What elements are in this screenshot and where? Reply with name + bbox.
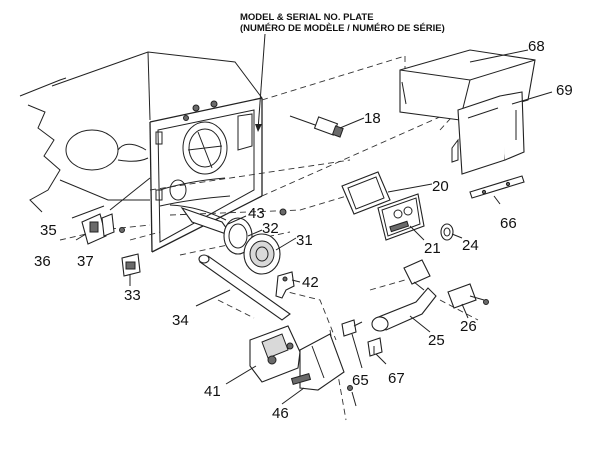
callout-46: 46: [272, 405, 289, 422]
model-serial-plate-label: MODEL & SERIAL NO. PLATE (NUMÉRO DE MODÈ…: [240, 12, 445, 132]
callout-25: 25: [428, 332, 445, 349]
callout-leaders: [71, 49, 553, 405]
part-25-burner-box: [371, 259, 437, 332]
part-24-grommet: [440, 223, 454, 241]
callout-31: 31: [296, 232, 313, 249]
callout-42: 42: [302, 274, 319, 291]
part-69-access-door: [451, 91, 525, 175]
part-65-fitting: [341, 319, 363, 337]
part-35-wire-lead: [109, 177, 151, 211]
part-46-valve-bracket: [290, 333, 357, 407]
part-41-gas-valve: [249, 325, 315, 383]
part-20-gasket: [341, 171, 391, 215]
part-31-burner-cap: [243, 233, 281, 275]
callout-37: 37: [77, 253, 94, 270]
part-37-switch: [101, 213, 125, 237]
callout-33: 33: [124, 287, 141, 304]
part-67-terminal: [367, 337, 383, 357]
callout-26: 26: [460, 318, 477, 335]
callout-67: 67: [388, 370, 405, 387]
part-32-gasket-ring: [223, 217, 253, 255]
callout-36: 36: [34, 253, 51, 270]
callout-32: 32: [262, 220, 279, 237]
callout-34: 34: [172, 312, 189, 329]
callout-41: 41: [204, 383, 221, 400]
callout-68: 68: [528, 38, 545, 55]
callout-18: 18: [364, 110, 381, 127]
callout-20: 20: [432, 178, 449, 195]
part-33-clip: [121, 253, 141, 277]
plate-label-line2: (NUMÉRO DE MODÈLE / NUMÉRO DE SÉRIE): [240, 23, 445, 34]
part-18-probe: [289, 115, 344, 138]
callout-21: 21: [424, 240, 441, 257]
part-26-electrode: [447, 283, 489, 309]
callout-43: 43: [248, 205, 265, 222]
part-34-burner-tube: [198, 254, 291, 321]
heater-housing: [19, 51, 263, 253]
callout-numbers: 18 20 21 24 25 26 31 32 33 34 35 36 37 4…: [34, 38, 573, 422]
part-66-bracket: [469, 175, 525, 199]
callout-35: 35: [40, 222, 57, 239]
part-42-elbow-fitting: [275, 271, 295, 299]
callout-69: 69: [556, 82, 573, 99]
part-36-switch-bracket: [81, 213, 107, 245]
plate-label-line1: MODEL & SERIAL NO. PLATE: [240, 12, 374, 23]
callout-65: 65: [352, 372, 369, 389]
callout-24: 24: [462, 237, 479, 254]
callout-66: 66: [500, 215, 517, 232]
